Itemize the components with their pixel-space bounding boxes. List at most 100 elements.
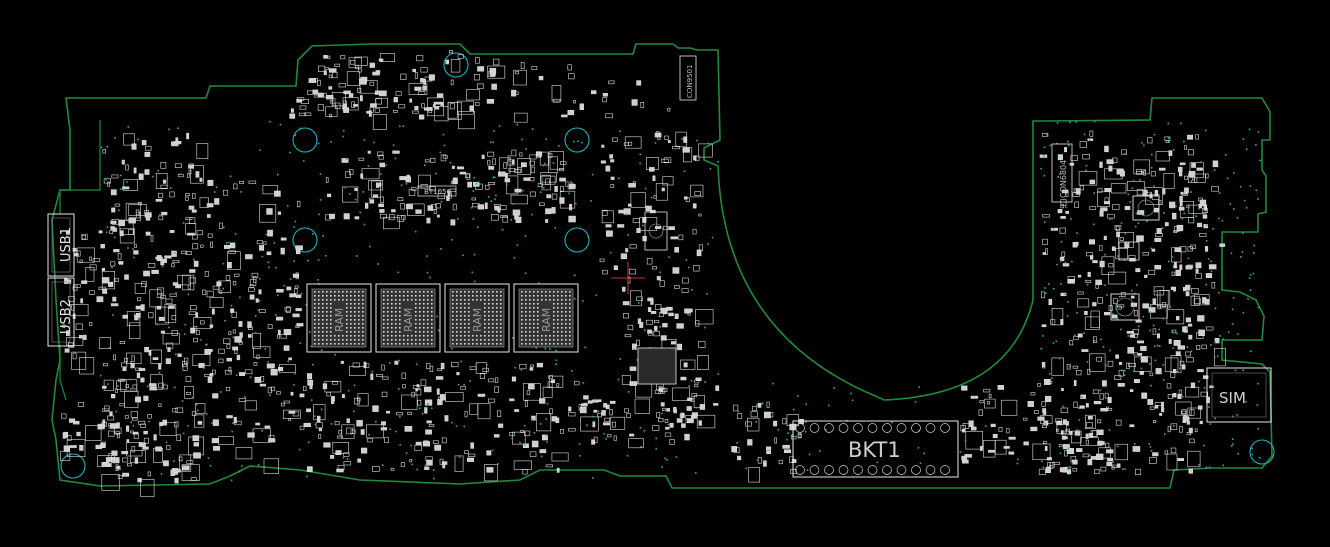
smd-component	[108, 430, 115, 437]
ram-chip-3[interactable]: RAM	[444, 283, 510, 353]
smd-component	[1114, 443, 1128, 461]
bga-ball	[488, 315, 490, 317]
smd-component	[524, 430, 531, 436]
via	[277, 173, 279, 176]
via	[342, 456, 345, 459]
smd-component	[1152, 452, 1159, 457]
bga-ball	[354, 323, 356, 325]
smd-component	[416, 55, 424, 62]
smd-component	[1097, 296, 1103, 304]
smd-component	[1166, 453, 1178, 471]
bga-ball	[452, 311, 454, 313]
bga-ball	[468, 327, 470, 329]
via	[1162, 317, 1164, 320]
smd-component	[517, 167, 523, 173]
via	[555, 349, 557, 352]
via	[1142, 315, 1145, 318]
bga-ball	[480, 295, 482, 297]
sim-slot[interactable]: SIM	[1206, 367, 1272, 423]
via	[389, 428, 391, 430]
smd-component	[654, 325, 658, 331]
bga-ball	[553, 303, 555, 305]
smd-component	[137, 477, 142, 483]
smd-component	[659, 280, 665, 287]
bga-ball	[407, 295, 409, 297]
smd-component	[690, 184, 704, 198]
usb2-connector[interactable]: USB2	[47, 277, 75, 347]
smd-component	[436, 388, 440, 395]
via	[342, 135, 344, 138]
via	[305, 303, 308, 306]
bga-ball	[468, 335, 470, 337]
smd-component	[673, 407, 677, 412]
usb1-connector[interactable]: USB1	[47, 213, 75, 277]
smd-component	[396, 411, 403, 416]
bga-ball	[557, 323, 559, 325]
inductor-4[interactable]	[644, 211, 668, 251]
bga-ball	[565, 331, 567, 333]
smd-component	[487, 398, 496, 403]
inductor-2[interactable]	[1110, 293, 1140, 321]
inductor-3[interactable]	[1118, 241, 1140, 261]
via	[1105, 364, 1107, 367]
bga-ball	[476, 295, 478, 297]
bga-ball	[403, 299, 405, 301]
smd-component	[567, 64, 572, 71]
bga-ball	[525, 307, 527, 309]
bga-chip-right[interactable]	[637, 347, 677, 385]
bracket-bkt1[interactable]: BKT1	[792, 420, 959, 478]
smd-component	[1130, 295, 1135, 299]
smd-component	[69, 445, 77, 448]
connector-con9501[interactable]: CON9501	[679, 55, 697, 101]
smd-component	[436, 214, 440, 218]
bga-ball	[533, 327, 535, 329]
smd-component	[1059, 467, 1066, 473]
bga-ball	[354, 343, 356, 345]
ram-chip-2[interactable]: RAM	[375, 283, 441, 353]
smd-component	[520, 430, 524, 433]
via	[737, 410, 739, 413]
bga-ball	[431, 291, 433, 293]
smd-component	[652, 425, 660, 431]
smd-component	[372, 405, 379, 412]
bga-ball	[456, 327, 458, 329]
smd-component	[1186, 420, 1190, 425]
bga-ball	[500, 311, 502, 313]
via	[160, 473, 163, 475]
bga-ball	[492, 339, 494, 341]
smd-component	[433, 101, 441, 105]
smd-component	[587, 400, 593, 404]
chip-bt1056[interactable]: BT1056	[417, 185, 457, 197]
smd-component	[645, 205, 652, 212]
smd-component	[372, 194, 379, 198]
via	[173, 460, 175, 462]
via	[394, 157, 397, 160]
smd-component	[608, 80, 615, 85]
via	[640, 295, 643, 298]
via	[489, 141, 492, 144]
via	[510, 218, 512, 221]
smd-component	[144, 212, 152, 218]
ram-chip-1[interactable]: RAM	[306, 283, 372, 353]
bga-ball	[537, 303, 539, 305]
smd-component	[1052, 461, 1060, 465]
via	[1257, 131, 1260, 133]
bga-ball	[468, 307, 470, 309]
bga-ball	[553, 291, 555, 293]
via	[1154, 359, 1157, 362]
smd-component	[629, 244, 637, 249]
bga-ball	[456, 295, 458, 297]
connector-con6804[interactable]: CON6804	[1051, 143, 1073, 203]
smd-component	[1177, 393, 1182, 400]
via	[639, 153, 641, 156]
bga-ball	[460, 323, 462, 325]
smd-component	[573, 100, 576, 104]
smd-component	[233, 183, 238, 190]
ram-chip-4[interactable]: RAM	[513, 283, 579, 353]
component-layer	[60, 50, 1226, 497]
via	[1065, 206, 1067, 208]
inductor-1[interactable]	[1132, 195, 1160, 221]
via	[1099, 389, 1101, 392]
